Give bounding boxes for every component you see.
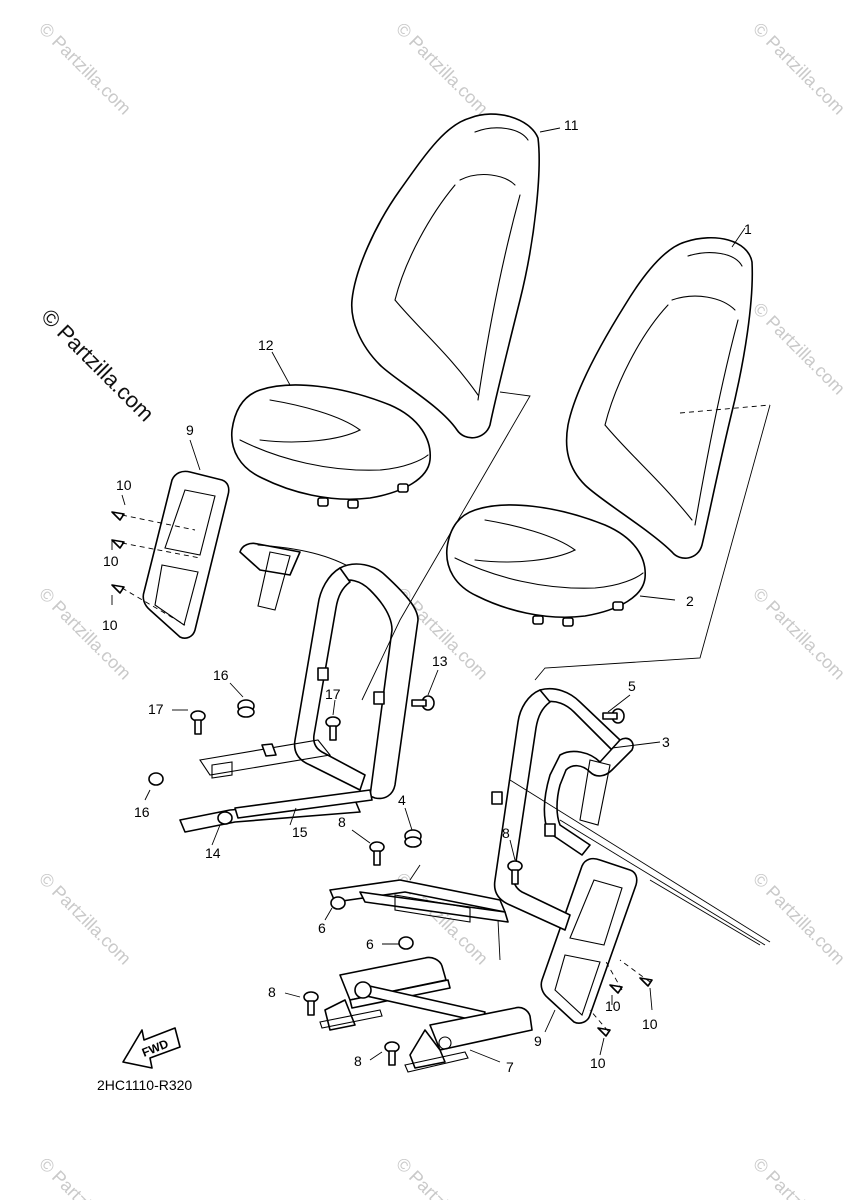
callout-16: 16 bbox=[134, 804, 150, 820]
callout-6: 6 bbox=[366, 936, 374, 952]
callout-9: 9 bbox=[186, 422, 194, 438]
diagram-code: 2HC1110-R320 bbox=[97, 1077, 192, 1093]
watermark: © Partzilla.com bbox=[35, 1154, 135, 1200]
watermark: © Partzilla.com bbox=[749, 19, 848, 119]
callout-13: 15 bbox=[292, 824, 308, 840]
callout-16: 14 bbox=[205, 845, 221, 861]
watermark: © Partzilla.com bbox=[35, 584, 135, 684]
callout-12: 12 bbox=[258, 337, 274, 353]
watermark: © Partzilla.com bbox=[749, 1154, 848, 1200]
callout-10: 10 bbox=[605, 998, 621, 1014]
callout-15: 13 bbox=[432, 653, 448, 669]
seat-frame-left bbox=[179, 542, 419, 833]
callout-4: 4 bbox=[398, 792, 406, 808]
seat-cushion-right bbox=[445, 504, 646, 627]
watermark: © Partzilla.com bbox=[749, 869, 848, 969]
callout-17: 17 bbox=[148, 701, 164, 717]
callout-9: 9 bbox=[534, 1033, 542, 1049]
callout-1: 1 bbox=[744, 221, 752, 237]
seat-back-left bbox=[350, 113, 540, 439]
alignment-lines bbox=[121, 404, 771, 1032]
callout-10: 10 bbox=[590, 1055, 606, 1071]
seat-cushion-left bbox=[230, 384, 431, 509]
callout-8: 8 bbox=[338, 814, 346, 830]
callout-10: 10 bbox=[102, 617, 118, 633]
callout-17: 17 bbox=[325, 686, 341, 702]
callout-5: 5 bbox=[628, 678, 636, 694]
watermark: © Partzilla.com bbox=[392, 1154, 492, 1200]
callout-6: 6 bbox=[318, 920, 326, 936]
callout-14: 16 bbox=[213, 667, 229, 683]
slide-rail bbox=[319, 956, 533, 1073]
callout-8: 8 bbox=[354, 1053, 362, 1069]
callout-2: 2 bbox=[686, 593, 694, 609]
watermark: © Partzilla.com bbox=[35, 19, 135, 119]
leader-lines bbox=[111, 127, 771, 1063]
side-panel-left bbox=[142, 470, 230, 639]
callout-10: 10 bbox=[103, 553, 119, 569]
side-panel-right bbox=[540, 857, 638, 1024]
fastener-layer bbox=[111, 511, 653, 1066]
watermark-main: © Partzilla.com bbox=[36, 304, 159, 427]
watermark: © Partzilla.com bbox=[35, 869, 135, 969]
callout-11: 11 bbox=[564, 117, 579, 133]
fwd-arrow: FWD bbox=[122, 1027, 181, 1069]
watermark: © Partzilla.com bbox=[392, 19, 492, 119]
seat-back-right bbox=[565, 236, 754, 559]
callout-7: 7 bbox=[506, 1059, 514, 1075]
callout-3: 3 bbox=[662, 734, 670, 750]
callout-layer: 11 1 12 9 10 10 10 2 13 16 5 17 17 3 4 1… bbox=[102, 117, 752, 1075]
callout-8: 8 bbox=[502, 825, 510, 841]
watermark: © Partzilla.com bbox=[749, 299, 848, 399]
callout-8: 8 bbox=[268, 984, 276, 1000]
watermark: © Partzilla.com bbox=[749, 584, 848, 684]
callout-10: 10 bbox=[116, 477, 132, 493]
callout-10: 10 bbox=[642, 1016, 658, 1032]
